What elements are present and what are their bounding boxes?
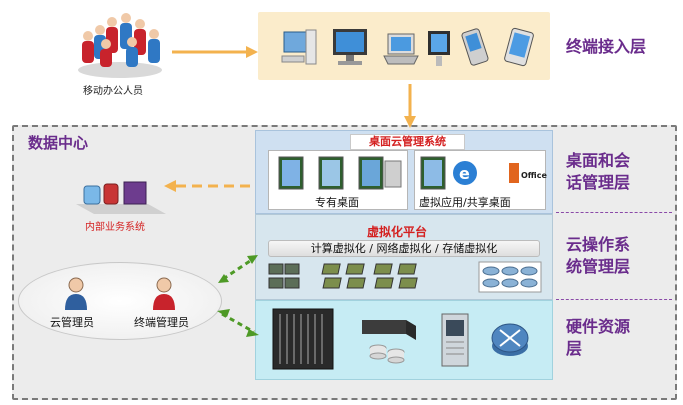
cloud-admin-avatar-icon: [65, 277, 87, 310]
storage-device-icon: [362, 320, 416, 364]
terminal-layer-label: 终端接入层: [566, 37, 647, 56]
desktop-layer-label-line1: 桌面和会: [566, 151, 631, 170]
rack-server-icon: [441, 313, 469, 367]
app-screens-icon: e: [420, 156, 477, 190]
internal-system-label: 内部业务系统: [85, 222, 145, 233]
shared-desktop-panel: e Office 虚拟应用/共享桌面: [414, 150, 547, 210]
laptop-icon: [383, 33, 419, 65]
shared-desktop-label: 虚拟应用/共享桌面: [419, 196, 511, 209]
desktop-layer-label: 桌面和会 话管理层: [566, 150, 630, 194]
mobile-users-label: 移动办公人员: [83, 86, 143, 97]
arrow-down-icon: [404, 84, 416, 128]
admin-group: [18, 262, 222, 340]
layer-separator: [556, 299, 672, 300]
layer-separator: [556, 212, 672, 213]
virtualization-title: 虚拟化平台: [367, 225, 428, 239]
tablet-icon: [504, 27, 534, 67]
double-arrow-up-icon: [218, 255, 258, 283]
hardware-layer-label-line1: 硬件资源: [566, 317, 631, 336]
internal-system-icon: [76, 181, 166, 214]
office-logo-text: Office: [521, 171, 547, 180]
terminal-access-band: [258, 12, 550, 80]
arrow-right-icon: [172, 46, 258, 58]
desktop-layer-label-line2: 话管理层: [566, 173, 631, 192]
dedicated-desktop-label: 专有桌面: [315, 196, 359, 209]
cloud-os-layer-label-line2: 统管理层: [566, 257, 631, 276]
hardware-layer-label-line2: 层: [566, 339, 583, 358]
office-logo-icon: [507, 159, 545, 189]
arrow-left-icon: [164, 180, 252, 192]
cloud-os-layer-label-line1: 云操作系: [566, 235, 631, 254]
virtualization-bar: 计算虚拟化 / 网络虚拟化 / 存储虚拟化: [268, 240, 540, 257]
dedicated-desktop-panel: 专有桌面: [268, 150, 408, 210]
cloud-os-layer-label: 云操作系 统管理层: [566, 234, 630, 278]
hardware-layer-label: 硬件资源 层: [566, 316, 630, 360]
cloud-admin-label: 云管理员: [50, 316, 94, 329]
double-arrow-down-icon: [217, 309, 259, 337]
pda-icon: [461, 28, 489, 66]
terminal-admin-avatar-icon: [153, 277, 175, 310]
desktop-cloud-title: 桌面云管理系统: [350, 134, 465, 150]
data-center-title: 数据中心: [28, 134, 89, 152]
svg-text:e: e: [459, 164, 470, 183]
mobile-users-icon: [78, 13, 162, 78]
pc-tower-icon: [281, 29, 317, 65]
thin-client-icon: [428, 31, 450, 66]
virtual-resources-icon: [268, 261, 542, 293]
blade-server-icon: [272, 308, 334, 370]
network-router-icon: [491, 323, 529, 356]
terminal-admin-label: 终端管理员: [134, 316, 189, 329]
desktop-screens-icon: [278, 156, 402, 190]
monitor-icon: [333, 29, 367, 65]
